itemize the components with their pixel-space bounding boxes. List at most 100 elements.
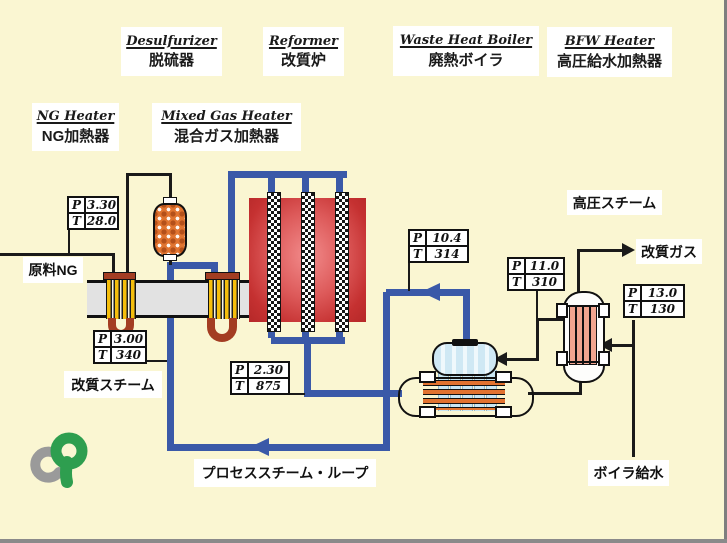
pipe-tube3-outlet-stub xyxy=(336,330,343,338)
label-process-steam-loop: プロセススチーム・ループ xyxy=(194,459,376,487)
pipe-steam-loop-bottom-h xyxy=(167,444,390,451)
pipe-drum-steam-v xyxy=(463,292,470,345)
desulfurizer-bottom-nozzle xyxy=(163,254,177,261)
pipe-ngheater-out-v xyxy=(126,173,129,276)
pipe-bfw-out-h xyxy=(536,318,563,321)
reformer-catalyst-tube-3 xyxy=(335,192,349,332)
bfw-flange-bottom-right xyxy=(598,351,610,366)
desulfurizer-top-nozzle xyxy=(163,197,177,204)
pipe-steam-loop-left-v xyxy=(167,262,174,451)
label-bfw-heater-ja: 高圧給水加熱器 xyxy=(556,52,662,70)
pt-reform-steam-t-label: T xyxy=(94,347,111,363)
bfw-heater-tubesheet-top xyxy=(565,305,599,307)
label-mixed-gas-heater-en: Mixed Gas Heater xyxy=(161,109,292,125)
label-ng-heater: NG Heater NG加熱器 xyxy=(32,103,119,151)
pipe-reformed-gas-v xyxy=(577,251,580,292)
pipe-bfw-out-v xyxy=(536,318,539,361)
pt-bfw-outlet-t-value: 310 xyxy=(525,274,564,290)
reformed-gas-arrow-icon xyxy=(622,243,635,257)
pt-reform-steam-t-value: 340 xyxy=(111,347,146,363)
label-ng-heater-ja: NG加熱器 xyxy=(41,127,110,145)
pipe-bfw-heater-in-v xyxy=(579,377,582,395)
label-boiler-feedwater: ボイラ給水 xyxy=(588,460,669,486)
waste-heat-boiler-shell xyxy=(398,377,534,417)
label-ng-heater-en: NG Heater xyxy=(36,109,115,125)
pipe-steam-loop-right-v xyxy=(383,292,390,451)
bfw-heater-tube-2 xyxy=(576,305,583,365)
label-desulfurizer-en: Desulfurizer xyxy=(126,33,217,49)
label-mixed-gas-heater: Mixed Gas Heater 混合ガス加熱器 xyxy=(152,103,301,151)
label-desulfurizer-ja: 脱硫器 xyxy=(148,52,194,70)
pipe-tube2-outlet-stub xyxy=(302,330,309,338)
leader-reform-steam-table xyxy=(145,360,167,362)
ng-heater-coil-cap xyxy=(103,272,136,280)
pt-bfw-outlet-t-label: T xyxy=(508,274,525,290)
bfw-flange-bottom-left xyxy=(556,351,568,366)
pt-ng-feed-t-label: T xyxy=(68,213,85,229)
label-waste-heat-boiler-ja: 廃熱ボイラ xyxy=(428,51,504,69)
slide-right-border xyxy=(724,0,727,543)
label-bfw-heater: BFW Heater 高圧給水加熱器 xyxy=(547,27,672,77)
reformer-catalyst-tube-1 xyxy=(267,192,281,332)
pipe-mixedgas-inlet-h xyxy=(167,262,218,269)
pipe-feedwater-h xyxy=(610,344,632,347)
boiler-flange-bottom-right xyxy=(495,406,512,418)
pt-reformer-outlet-t-value: 875 xyxy=(248,378,289,394)
label-mixed-gas-heater-ja: 混合ガス加熱器 xyxy=(173,127,279,145)
pipe-tube1-inlet-stub xyxy=(268,178,275,193)
boiler-flange-top-right xyxy=(495,371,512,383)
pipe-mixedgas-inlet-v xyxy=(211,262,218,276)
pipe-raw-ng-down xyxy=(112,253,115,276)
mixed-gas-heater-coil-ubend xyxy=(207,318,237,342)
pipe-reformer-to-boiler-h xyxy=(304,390,402,397)
slide-bottom-border xyxy=(0,539,727,543)
steam-drum xyxy=(432,342,498,376)
pipe-tube3-inlet-stub xyxy=(336,178,343,193)
pipe-feedwater-v xyxy=(632,320,635,457)
pipe-reformer-outlet-manifold xyxy=(271,337,345,344)
boiler-flange-bottom-left xyxy=(419,406,436,418)
pipe-tube2-inlet-stub xyxy=(302,178,309,193)
leader-hp-steam-table xyxy=(408,263,410,291)
label-reformer-ja: 改質炉 xyxy=(280,52,326,70)
pt-table-boiler-feedwater: P 13.0 T 130 xyxy=(623,284,685,318)
pt-hp-steam-t-label: T xyxy=(409,246,426,262)
loop-flow-arrow-icon xyxy=(250,438,269,456)
mixed-gas-heater-coil xyxy=(208,279,240,319)
leader-ng-feed-table xyxy=(68,230,70,255)
bfw-heater-tubesheet-bottom xyxy=(565,361,599,363)
pipe-reformed-gas-h xyxy=(577,249,624,252)
pipe-reformer-outlet-drop xyxy=(304,341,311,394)
desulfurizer-vessel xyxy=(153,203,187,257)
leader-bfw-outlet-table xyxy=(536,291,538,320)
label-waste-heat-boiler-en: Waste Heat Boiler xyxy=(399,33,533,49)
pt-hp-steam-p-value: 10.4 xyxy=(426,230,468,246)
pt-boiler-feedwater-t-label: T xyxy=(624,301,641,317)
pt-boiler-feedwater-p-value: 13.0 xyxy=(641,285,684,301)
pipe-desulfurizer-in-v xyxy=(169,173,172,203)
bfw-flange-top-left xyxy=(556,303,568,318)
label-reform-steam: 改質スチーム xyxy=(64,371,162,398)
pt-reform-steam-p-label: P xyxy=(94,331,111,347)
bfw-flange-top-right xyxy=(598,303,610,318)
pipe-steam-manifold-left-drop xyxy=(228,171,235,276)
pipe-steam-top-manifold xyxy=(228,171,347,178)
company-logo-icon xyxy=(30,432,88,488)
pt-ng-feed-p-value: 3.30 xyxy=(85,197,118,213)
steam-flow-arrow-icon xyxy=(421,283,440,301)
label-reformer: Reformer 改質炉 xyxy=(263,27,344,76)
bfw-heater-tube-3 xyxy=(583,305,590,365)
pt-reformer-outlet-t-label: T xyxy=(231,378,248,394)
pt-ng-feed-p-label: P xyxy=(68,197,85,213)
pt-reform-steam-p-value: 3.00 xyxy=(111,331,146,347)
pt-bfw-outlet-p-label: P xyxy=(508,258,525,274)
label-hp-steam: 高圧スチーム xyxy=(567,190,662,215)
pt-boiler-feedwater-p-label: P xyxy=(624,285,641,301)
leader-reformer-outlet-table xyxy=(288,393,305,395)
steam-drum-top-fitting xyxy=(452,339,478,346)
label-bfw-heater-en: BFW Heater xyxy=(564,34,655,50)
pt-table-bfw-outlet: P 11.0 T 310 xyxy=(507,257,565,291)
pt-hp-steam-t-value: 314 xyxy=(426,246,468,262)
reformer-catalyst-tube-2 xyxy=(301,192,315,332)
